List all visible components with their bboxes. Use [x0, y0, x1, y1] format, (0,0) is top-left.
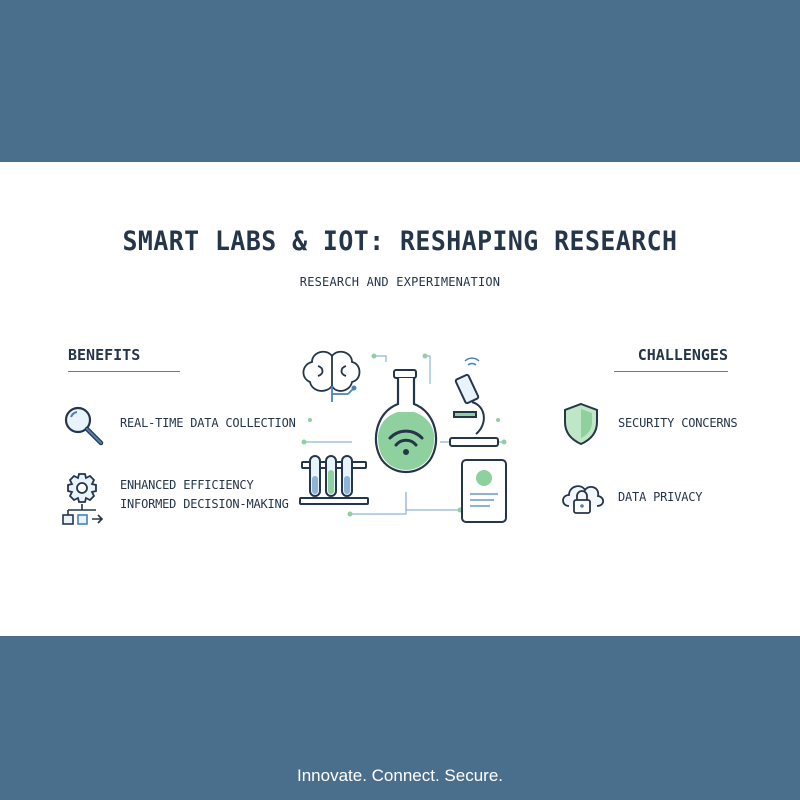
- infographic-card: SMART LABS & IOT: RESHAPING RESEARCH RES…: [0, 162, 800, 636]
- benefit-efficiency-line1: ENHANCED EFFICIENCY: [120, 478, 254, 492]
- cloud-lock-icon: [562, 485, 605, 514]
- bottom-band: [0, 636, 800, 800]
- challenge-security: SECURITY CONCERNS: [618, 416, 738, 430]
- test-tubes-icon: [299, 455, 369, 505]
- benefit-efficiency-line2: INFORMED DECISION-MAKING: [120, 497, 289, 511]
- tablet-icon: [461, 459, 507, 523]
- page-subtitle: RESEARCH AND EXPERIMENATION: [299, 275, 501, 289]
- page-title: SMART LABS & IOT: RESHAPING RESEARCH: [122, 226, 678, 257]
- lab-illustration: [299, 350, 507, 523]
- top-band: [0, 0, 800, 162]
- benefits-divider: [68, 371, 180, 372]
- microscope-icon: [449, 357, 499, 447]
- benefit-realtime-data: REAL-TIME DATA COLLECTION: [120, 416, 296, 430]
- flask-wifi-icon: [374, 369, 438, 474]
- challenges-heading: CHALLENGES: [637, 346, 728, 364]
- shield-icon: [564, 402, 598, 446]
- footer-tagline: Innovate. Connect. Secure.: [296, 766, 504, 785]
- magnifier-icon: [64, 406, 104, 446]
- challenges-divider: [614, 371, 728, 372]
- brain-icon: [302, 350, 361, 402]
- benefits-heading: BENEFITS: [68, 346, 141, 364]
- challenge-privacy: DATA PRIVACY: [618, 490, 703, 504]
- gear-flowchart-icon: [62, 473, 104, 525]
